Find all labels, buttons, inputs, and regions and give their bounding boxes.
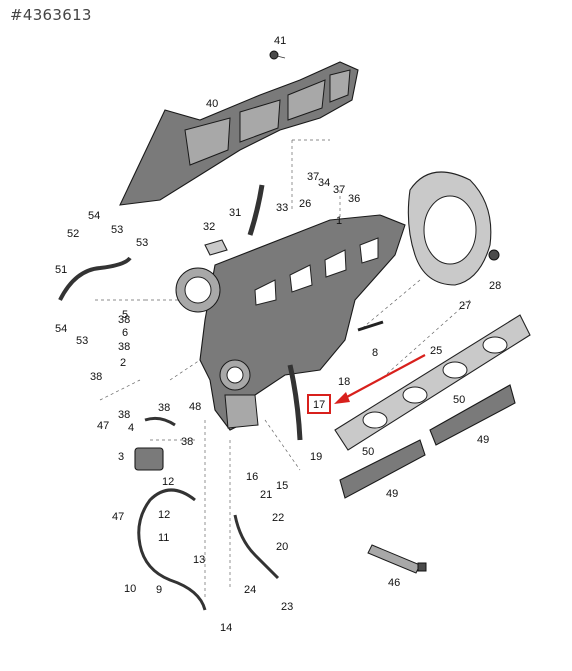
callout-label: 37 <box>333 184 345 196</box>
callout-label: 15 <box>276 480 288 492</box>
callout-label: 54 <box>55 323 67 335</box>
callout-label: 12 <box>158 509 170 521</box>
callout-label: 38 <box>118 341 130 353</box>
hose-51 <box>58 256 132 301</box>
stud-8 <box>357 320 384 332</box>
callout-label: 18 <box>338 376 350 388</box>
bolt-41 <box>269 50 286 60</box>
callout-label: 50 <box>362 446 374 458</box>
oil-line-9 <box>137 488 207 611</box>
return-line-20 <box>233 514 280 580</box>
callout-label: 26 <box>299 198 311 210</box>
callout-label: 53 <box>136 237 148 249</box>
callout-label: 14 <box>220 622 232 634</box>
callout-label: 37 <box>307 171 319 183</box>
callout-label: 38 <box>118 409 130 421</box>
callout-label: 33 <box>276 202 288 214</box>
callout-label: 24 <box>244 584 256 596</box>
callout-label: 2 <box>120 357 126 369</box>
callout-label: 38 <box>181 436 193 448</box>
callout-label: 10 <box>124 583 136 595</box>
callout-label: 28 <box>489 280 501 292</box>
callout-label: 21 <box>260 489 272 501</box>
callout-label: 53 <box>111 224 123 236</box>
callout-label: 47 <box>97 420 109 432</box>
callout-label: 3 <box>118 451 124 463</box>
highlight-arrow-head <box>334 392 350 404</box>
diagram-id: #4363613 <box>10 6 92 24</box>
hose-4 <box>144 416 176 427</box>
callout-label: 22 <box>272 512 284 524</box>
callout-label: 40 <box>206 98 218 110</box>
callout-label: 6 <box>122 327 128 339</box>
nut-28 <box>488 249 500 261</box>
gasket-32 <box>204 239 228 256</box>
callout-label: 47 <box>112 511 124 523</box>
callout-label: 13 <box>193 554 205 566</box>
actuator-3 <box>134 447 164 471</box>
callout-label: 41 <box>274 35 286 47</box>
callout-label: 20 <box>276 541 288 553</box>
callout-label: 31 <box>229 207 241 219</box>
turbocharger-part <box>175 214 406 431</box>
callout-label: 11 <box>158 532 169 544</box>
manifold-gasket-25 <box>334 314 531 451</box>
highlight-arrow <box>344 354 426 399</box>
callout-label: 38 <box>90 371 102 383</box>
callout-label: 51 <box>55 264 67 276</box>
callout-label: 27 <box>459 300 471 312</box>
gasket-27-part <box>407 171 492 286</box>
pipe-31 <box>247 184 265 236</box>
callout-label: 8 <box>372 347 378 359</box>
callout-label: 32 <box>203 221 215 233</box>
callout-label: 38 <box>158 402 170 414</box>
heat-shield-49a <box>339 439 426 499</box>
callout-label: 48 <box>189 401 201 413</box>
heat-shield-part <box>119 61 359 206</box>
callout-label: 5 <box>122 309 128 321</box>
callout-label: 49 <box>386 488 398 500</box>
callout-label: 50 <box>453 394 465 406</box>
callout-label: 54 <box>88 210 100 222</box>
callout-label: 4 <box>128 422 134 434</box>
callout-label: 38 <box>118 314 130 326</box>
callout-label: 34 <box>318 177 330 189</box>
sealant-tube-46 <box>367 544 427 574</box>
callout-label: 17 <box>313 399 325 411</box>
callout-label: 19 <box>310 451 322 463</box>
callout-label: 52 <box>67 228 79 240</box>
callout-label: 23 <box>281 601 293 613</box>
highlight-box-17 <box>307 394 331 414</box>
callout-label: 49 <box>477 434 489 446</box>
callout-label: 16 <box>246 471 258 483</box>
callout-labels: 1 2 3 4 5 6 8 9 10 11 12 12 13 14 15 16 … <box>55 35 501 634</box>
callout-label: 46 <box>388 577 400 589</box>
callout-label: 9 <box>156 584 162 596</box>
callout-label: 53 <box>76 335 88 347</box>
coolant-pipe-17 <box>287 364 303 441</box>
callout-label: 36 <box>348 193 360 205</box>
callout-label: 1 <box>336 215 342 227</box>
callout-label: 12 <box>162 476 174 488</box>
heat-shield-49b <box>429 384 516 446</box>
callout-label: 25 <box>430 345 442 357</box>
